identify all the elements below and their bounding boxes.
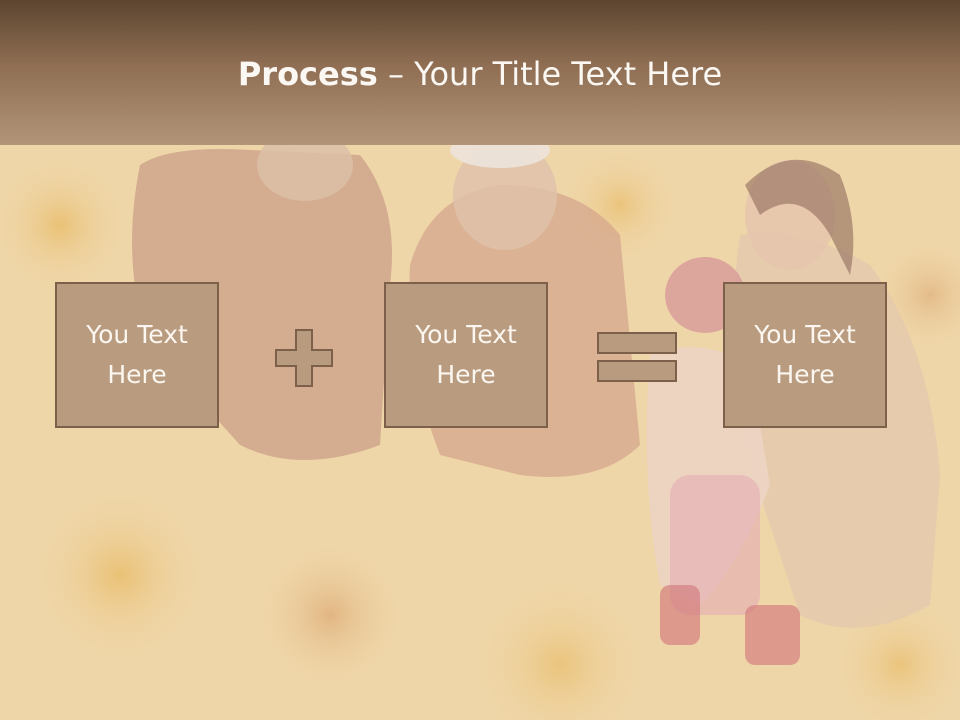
title-bold: Process xyxy=(237,55,378,93)
process-box-2[interactable]: You Text Here xyxy=(384,282,548,428)
autumn-family-photo xyxy=(0,145,960,720)
process-box-2-text: You Text Here xyxy=(415,320,517,389)
process-box-3-text: You Text Here xyxy=(754,320,856,389)
equals-icon xyxy=(596,331,678,383)
title-rest: – Your Title Text Here xyxy=(377,55,723,93)
slide-title: Process – Your Title Text Here xyxy=(0,52,960,96)
background-photo xyxy=(0,145,960,720)
process-box-1[interactable]: You Text Here xyxy=(55,282,219,428)
process-box-1-text: You Text Here xyxy=(86,320,188,389)
process-box-3[interactable]: You Text Here xyxy=(723,282,887,428)
title-bar: Process – Your Title Text Here xyxy=(0,0,960,145)
plus-icon xyxy=(274,328,334,388)
